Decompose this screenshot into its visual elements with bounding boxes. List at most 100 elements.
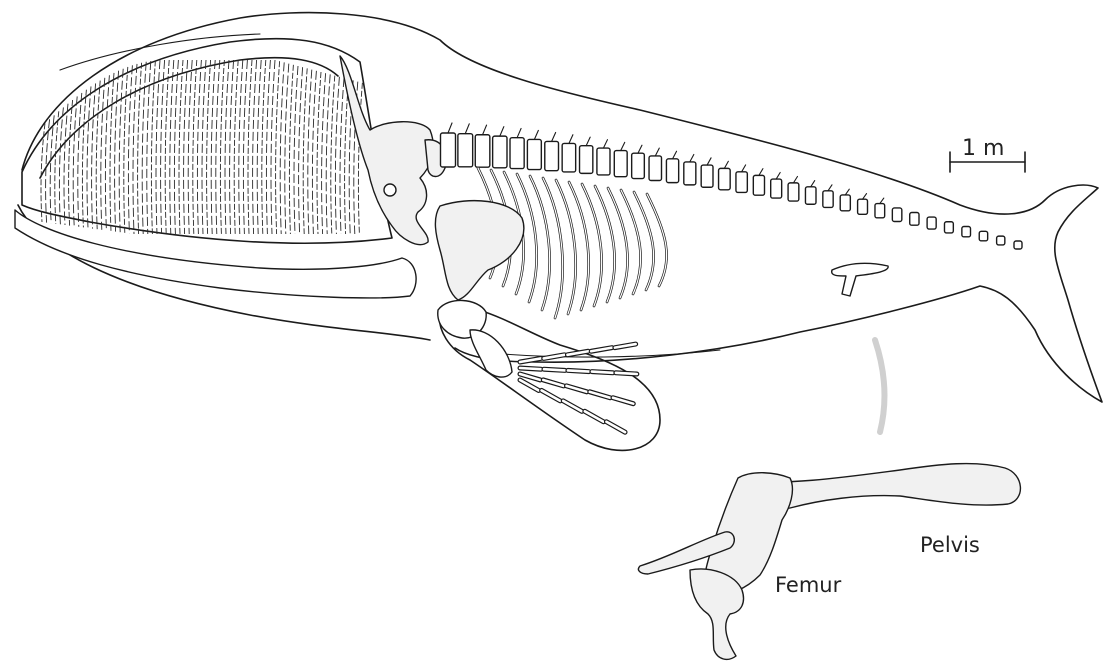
rib [647, 194, 667, 286]
baleen-plate [184, 60, 188, 234]
baleen-plate [331, 76, 335, 234]
baleen-plate [96, 81, 100, 230]
shading-mark [875, 340, 885, 432]
skull [340, 56, 446, 245]
spinous-process [776, 173, 780, 180]
femur-lower [690, 569, 744, 659]
baleen-plate [101, 78, 105, 230]
baleen-plate [211, 60, 215, 234]
vertebra [736, 172, 747, 193]
scale-bar: 1 m [950, 136, 1025, 172]
vertebra [614, 151, 627, 177]
baleen-plate [299, 67, 303, 234]
baleen-plate [78, 93, 82, 227]
spinous-process [690, 154, 694, 161]
baleen-plate [322, 73, 326, 234]
vertebra [666, 159, 678, 183]
vertebra [632, 153, 645, 178]
baleen-plate [271, 60, 275, 234]
baleen-plate [124, 67, 128, 233]
baleen-plate [225, 60, 229, 234]
vertebra [597, 148, 610, 175]
vertebra [649, 156, 661, 181]
spinous-process [845, 189, 849, 195]
baleen-plate [69, 100, 73, 226]
baleen-plate [110, 73, 114, 231]
vertebra [527, 139, 541, 169]
baleen-plate [276, 61, 280, 234]
vertebra [719, 168, 731, 189]
baleen-plate [170, 60, 174, 234]
vertebra [458, 134, 473, 167]
spinous-process [465, 124, 469, 134]
vertebra [510, 138, 524, 169]
scapula [435, 201, 523, 300]
baleen-plate [243, 60, 247, 234]
spinous-process [742, 165, 746, 172]
spinous-process [880, 198, 884, 203]
baleen-plate [207, 60, 211, 234]
vertebra [910, 212, 919, 225]
vertebra [858, 199, 868, 214]
vertebral-column [441, 123, 1023, 249]
vertebra [944, 222, 953, 233]
vertebra [475, 135, 490, 167]
baleen-plate [253, 60, 257, 234]
baleen-plate [266, 60, 270, 234]
baleen-plate [220, 60, 224, 234]
spinous-process [483, 125, 487, 135]
baleen-plate [165, 60, 169, 234]
baleen-plate [73, 96, 77, 226]
vertebra [962, 226, 971, 236]
vertebra [545, 141, 559, 170]
vertebra [805, 187, 816, 204]
spinous-process [500, 127, 504, 136]
spinous-process [724, 161, 728, 168]
baleen-plate [294, 66, 298, 234]
pelvis-label: Pelvis [920, 533, 980, 557]
vertebra [788, 183, 799, 201]
vertebra [823, 191, 833, 208]
vertebra [927, 217, 936, 229]
baleen-plate [234, 60, 238, 234]
baleen-plate [133, 64, 137, 234]
baleen-plate [216, 60, 220, 234]
femur-label: Femur [775, 573, 842, 597]
baleen-plate [193, 60, 197, 234]
vertebra [701, 165, 713, 187]
baleen-plate [50, 115, 54, 223]
spinous-process [863, 194, 867, 200]
baleen-plate [248, 60, 252, 234]
vertebra [493, 136, 507, 168]
baleen-plate [308, 70, 312, 234]
baleen-plate [197, 60, 201, 234]
baleen-plate [335, 77, 339, 234]
eye-socket [384, 184, 396, 196]
spinous-process [552, 132, 556, 141]
vertebra [684, 162, 696, 185]
vertebra [1014, 241, 1022, 249]
vertebra [771, 179, 782, 198]
whale-body-outline [18, 13, 1102, 402]
spinous-process [586, 137, 590, 146]
baleen-plate [174, 60, 178, 234]
spinous-process [673, 151, 677, 159]
spinous-process [759, 169, 763, 176]
baleen-plate [317, 72, 321, 234]
baleen-plate [239, 60, 243, 234]
spinous-process [638, 145, 642, 153]
baleen-plate [59, 107, 63, 224]
spinous-process [517, 128, 521, 137]
spinous-process [534, 130, 538, 139]
baleen-plate [340, 78, 344, 234]
baleen-plate [92, 83, 96, 228]
baleen-plates [41, 60, 362, 234]
vertebra [840, 195, 850, 211]
baleen-plate [257, 60, 261, 234]
spinous-process [793, 176, 797, 182]
baleen-plate [326, 74, 330, 234]
baleen-plate [151, 60, 155, 234]
baleen-plate [285, 64, 289, 234]
baleen-plate [156, 60, 160, 234]
